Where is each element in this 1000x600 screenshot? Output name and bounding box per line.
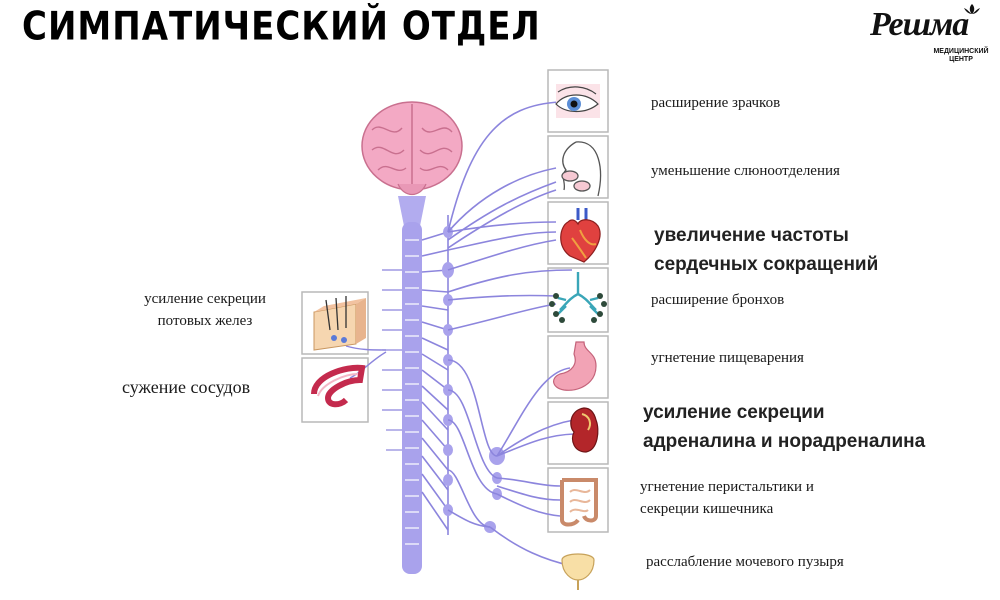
blood-vessel-icon (311, 364, 366, 408)
skin-icon (313, 296, 366, 351)
eye-icon (555, 84, 600, 118)
label-saliva: уменьшение слюноотделения (651, 163, 840, 179)
label-heart-line1: увеличение частоты (654, 225, 849, 246)
label-sweat: усиление секреции потовых желез (110, 288, 300, 332)
logo: Решма МЕДИЦИНСКИЙ ЦЕНТР (866, 2, 996, 66)
stomach-icon (553, 341, 597, 391)
lungs-alveoli (549, 293, 607, 323)
label-heart: увеличение частоты сердечных сокращений (654, 221, 878, 279)
heart-icon (560, 208, 601, 263)
skin-nerves (345, 345, 387, 379)
page-title: СИМПАТИЧЕСКИЙ ОТДЕЛ (22, 4, 541, 50)
label-adrenal: усиление секреции адреналина и норадрена… (643, 398, 925, 456)
label-intestine-line1: угнетение перистальтики и (640, 479, 814, 495)
spinal-cord (382, 196, 426, 574)
kidney-icon (570, 407, 599, 453)
label-adrenal-line2: адреналина и норадреналина (643, 431, 926, 452)
intestine-coils (569, 489, 591, 513)
brain-icon (361, 101, 463, 196)
label-vessels: сужение сосудов (122, 377, 251, 397)
logo-name: Решма (870, 6, 969, 43)
label-intestine-line2: секреции кишечника (640, 501, 774, 517)
label-digestion: угнетение пищеварения (651, 350, 804, 366)
label-sweat-line2: потовых желез (157, 313, 253, 329)
label-pupils: расширение зрачков (651, 95, 781, 111)
label-bladder: расслабление мочевого пузыря (646, 554, 844, 570)
label-adrenal-line1: усиление секреции (643, 402, 825, 423)
bladder-icon (561, 553, 595, 590)
efferent-nerves (447, 101, 575, 567)
label-intestine: угнетение перистальтики и секреции кишеч… (640, 476, 814, 520)
label-bronchi: расширение бронхов (651, 292, 785, 308)
lungs-icon (557, 272, 599, 315)
sympathetic-chain (421, 215, 449, 535)
label-sweat-line1: усиление секреции (144, 291, 266, 307)
salivary-gland-icon (561, 141, 602, 197)
label-heart-line2: сердечных сокращений (654, 254, 879, 275)
intestine-icon (560, 478, 598, 527)
lotus-icon (964, 4, 980, 14)
logo-subtitle: МЕДИЦИНСКИЙ ЦЕНТР (933, 48, 989, 63)
chain-ganglia (442, 226, 505, 533)
